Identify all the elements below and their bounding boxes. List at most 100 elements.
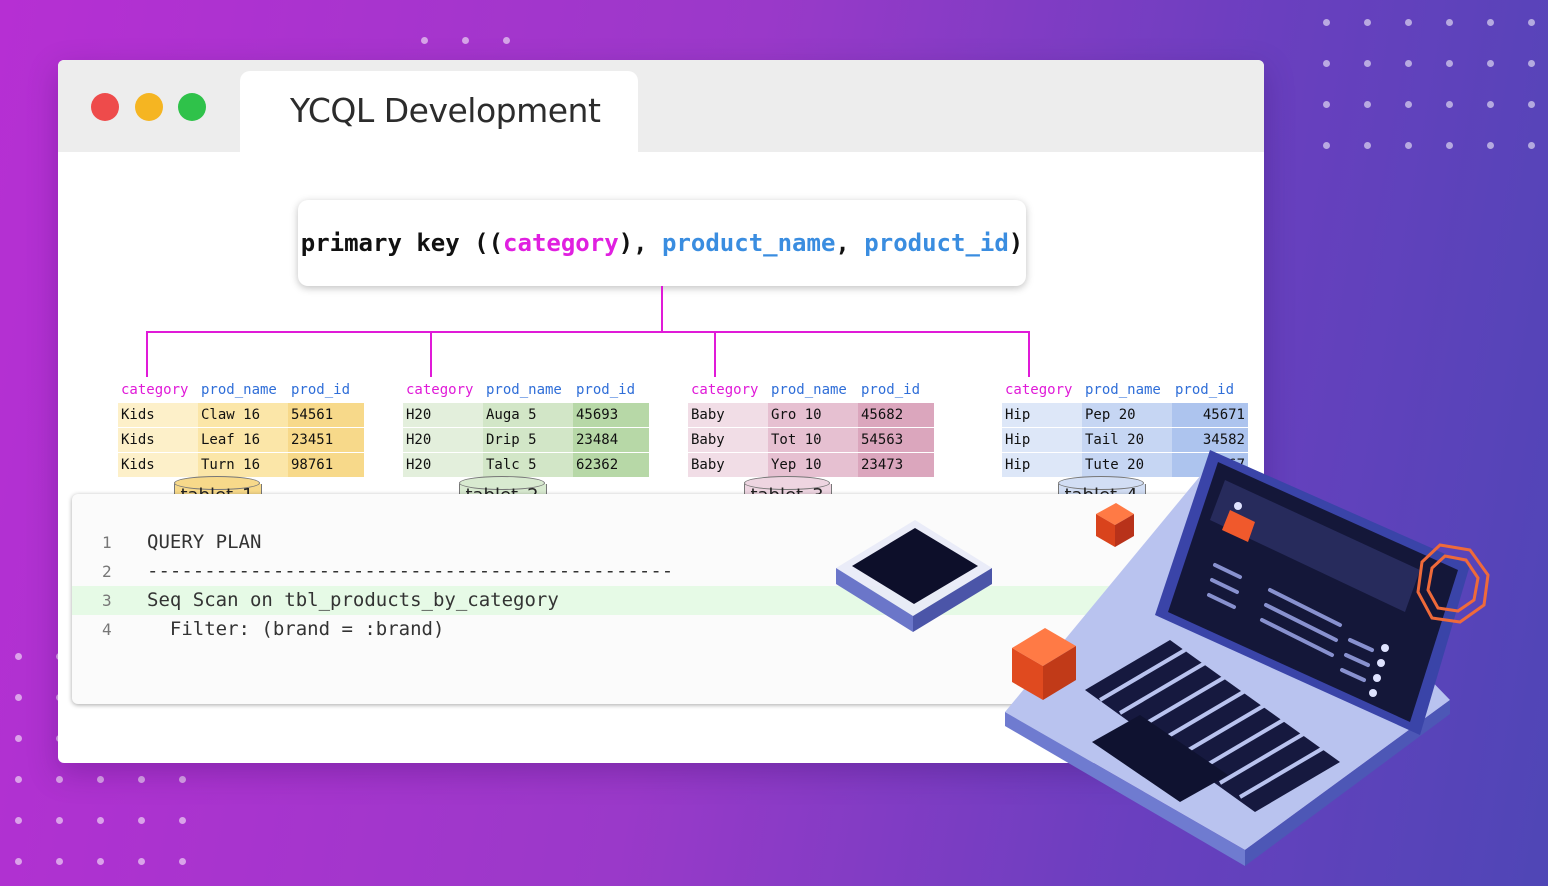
tree-trunk — [661, 286, 663, 333]
table-cell: 54561 — [288, 402, 364, 428]
table-cell: Yep 10 — [768, 452, 858, 477]
table-cell: Baby — [688, 452, 768, 477]
pk-cluster-column-1: product_name — [662, 229, 836, 257]
decorative-dot — [1528, 19, 1535, 26]
tree-branch-2 — [430, 331, 432, 377]
column-header: prod_id — [288, 378, 364, 403]
decorative-dot — [1364, 60, 1371, 67]
decorative-dot — [1364, 19, 1371, 26]
table-cell: Auga 5 — [483, 402, 573, 428]
table-cell: 45693 — [573, 402, 649, 428]
table-cell: Gro 10 — [768, 402, 858, 428]
tree-branch-4 — [1028, 331, 1030, 377]
line-number: 4 — [102, 620, 112, 639]
table-cell: 98761 — [288, 452, 364, 477]
table-cell: Pep 20 — [1082, 402, 1172, 428]
table-cell: Tail 20 — [1082, 427, 1172, 453]
close-window-button[interactable] — [91, 93, 119, 121]
table-cell: Drip 5 — [483, 427, 573, 453]
pk-sep-1: ), — [618, 229, 662, 257]
decorative-dot — [15, 653, 22, 660]
cylinder-top — [174, 476, 260, 490]
table-cell: 23473 — [858, 452, 934, 477]
query-plan-editor[interactable]: 1 QUERY PLAN 2 ----------------------------… — [72, 494, 1192, 704]
code-text: ----------------------------------------… — [147, 560, 674, 582]
cylinder-top — [459, 476, 545, 490]
decorative-dot — [15, 817, 22, 824]
table-cell: H20 — [403, 402, 483, 428]
octagon-ring-icon — [1416, 543, 1490, 624]
tree-branch-3 — [714, 331, 716, 377]
table-cell: 23484 — [573, 427, 649, 453]
table-cell: Baby — [688, 402, 768, 428]
decorative-dot — [1364, 142, 1371, 149]
line-number: 3 — [102, 591, 112, 610]
table-cell: Hip — [1002, 402, 1082, 428]
tree-crossbar — [146, 331, 1030, 333]
table-cell: Talc 5 — [483, 452, 573, 477]
table-cell: 45671 — [1172, 402, 1248, 428]
decorative-dot — [56, 858, 63, 865]
tab-title: YCQL Development — [290, 91, 601, 130]
code-text: QUERY PLAN — [147, 531, 262, 553]
decorative-dot — [1446, 60, 1453, 67]
decorative-dot — [1405, 101, 1412, 108]
table-cell: Tot 10 — [768, 427, 858, 453]
maximize-window-button[interactable] — [178, 93, 206, 121]
decorative-dot — [97, 776, 104, 783]
decorative-dot — [15, 776, 22, 783]
table-cell: 45682 — [858, 402, 934, 428]
decorative-dot — [179, 776, 186, 783]
decorative-dot — [1487, 142, 1494, 149]
table-cell: 34582 — [1172, 427, 1248, 453]
decorative-dot — [1528, 101, 1535, 108]
decorative-dot — [15, 694, 22, 701]
table-cell: 54563 — [858, 427, 934, 453]
pk-partition-column: category — [503, 229, 619, 257]
line-number: 2 — [102, 562, 112, 581]
decorative-dot — [1323, 19, 1330, 26]
table-cell: H20 — [403, 427, 483, 453]
table-cell: Kids — [118, 452, 198, 477]
cylinder-top — [744, 476, 830, 490]
decorative-dot — [15, 858, 22, 865]
line-number: 1 — [102, 533, 112, 552]
table-cell: Kids — [118, 402, 198, 428]
decorative-dot — [1528, 60, 1535, 67]
table-cell: Tute 20 — [1082, 452, 1172, 477]
decorative-dot — [15, 735, 22, 742]
table-cell: 23451 — [288, 427, 364, 453]
app-window: YCQL Development primary key ((category)… — [58, 60, 1264, 763]
decorative-dot — [1487, 60, 1494, 67]
minimize-window-button[interactable] — [135, 93, 163, 121]
pk-prefix: primary key (( — [300, 229, 504, 257]
decorative-dot — [179, 817, 186, 824]
column-header: prod_name — [1082, 378, 1172, 403]
table-cell: Leaf 16 — [198, 427, 288, 453]
decorative-dot — [1323, 60, 1330, 67]
pk-sep-2: , — [835, 229, 865, 257]
table-cell: Hip — [1002, 452, 1082, 477]
column-header: prod_id — [858, 378, 934, 403]
decorative-dot — [1446, 101, 1453, 108]
table-cell: H20 — [403, 452, 483, 477]
tab-ycql-development[interactable]: YCQL Development — [240, 71, 638, 161]
table-cell: Turn 16 — [198, 452, 288, 477]
table-cell: 67 — [1172, 452, 1248, 477]
column-header: prod_id — [1172, 378, 1248, 403]
decorative-dot — [1446, 19, 1453, 26]
table-cell: Claw 16 — [198, 402, 288, 428]
